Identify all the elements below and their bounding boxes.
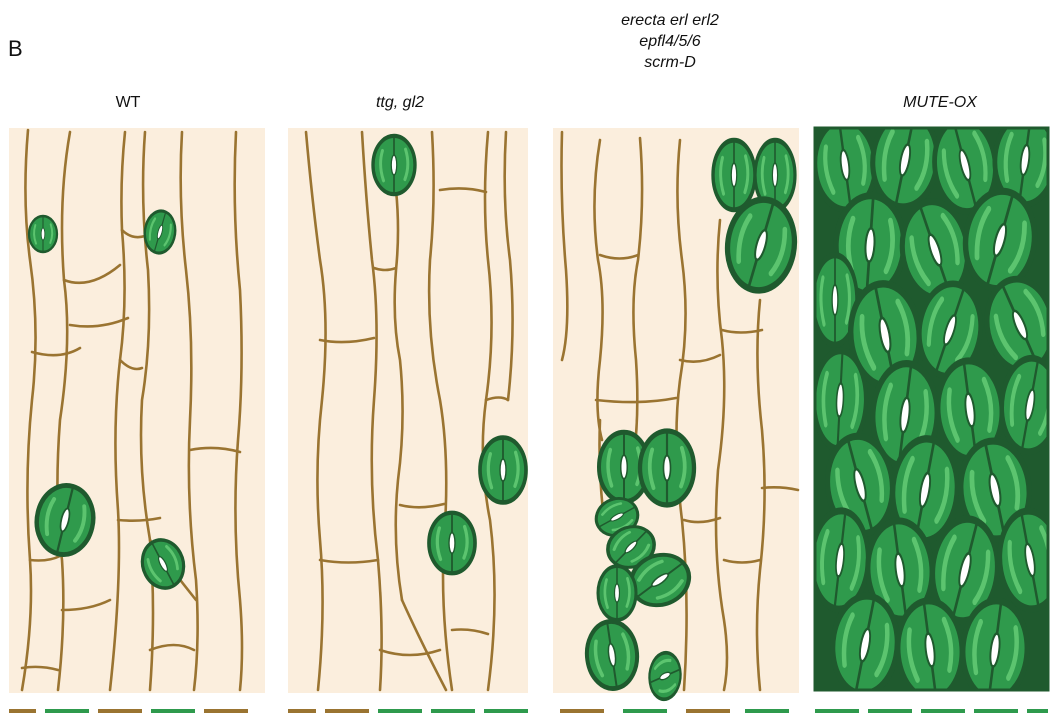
wt-epidermis-background xyxy=(9,128,265,693)
panel-ttg-gl2 xyxy=(288,128,528,693)
erecta-stoma-5 xyxy=(640,431,694,505)
ttg-epidermis-background xyxy=(288,128,528,693)
panel-erecta xyxy=(553,128,805,705)
mute-ox-stomata-field xyxy=(807,104,1050,706)
ttg-stoma-3 xyxy=(429,513,475,573)
panel-wt xyxy=(9,128,265,693)
erecta-stoma-1 xyxy=(713,140,755,209)
ttg-stoma-2 xyxy=(480,438,526,503)
ttg-stoma-1 xyxy=(373,136,415,194)
panel-mute-ox xyxy=(807,104,1050,706)
wt-stoma-1 xyxy=(29,216,57,252)
erecta-stoma-9 xyxy=(598,566,636,620)
